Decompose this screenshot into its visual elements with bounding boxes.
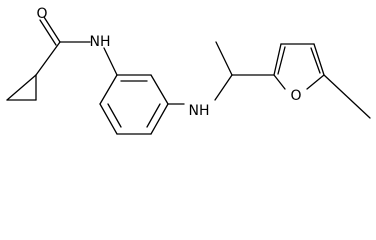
amide-nitrogen-label: NH bbox=[90, 34, 111, 50]
methyl-bond bbox=[323, 74, 371, 119]
amine-linker bbox=[167, 41, 275, 105]
cyclopropane-ring bbox=[6, 74, 37, 101]
amine-nitrogen-label: NH bbox=[189, 103, 210, 119]
benzene-ring bbox=[99, 74, 169, 135]
furan-oxygen-label: O bbox=[290, 88, 301, 104]
amide-group bbox=[35, 16, 118, 76]
furan-ring bbox=[273, 43, 325, 90]
carbonyl-oxygen-label: O bbox=[36, 6, 47, 22]
molecule-structure: O NH NH O bbox=[6, 6, 371, 135]
